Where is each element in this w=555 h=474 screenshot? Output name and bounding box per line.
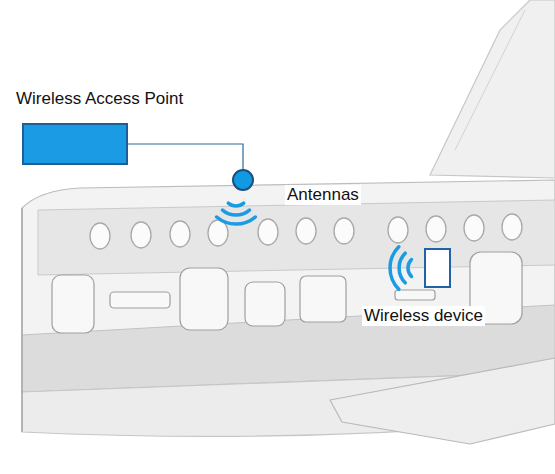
seat <box>52 275 94 333</box>
window <box>334 218 354 244</box>
node-label: Wireless Access Point <box>14 89 185 109</box>
window-row <box>90 214 522 249</box>
window <box>296 218 316 244</box>
wave <box>390 247 399 289</box>
window <box>502 214 522 240</box>
wing <box>330 358 555 444</box>
window <box>464 215 484 241</box>
wave <box>223 210 250 215</box>
wave <box>399 253 405 283</box>
label-holder: Wireless device <box>362 306 485 326</box>
connector-line <box>128 144 243 169</box>
window <box>208 220 228 246</box>
antenna-waves <box>217 203 256 224</box>
label-holder: Wireless Access Point <box>14 89 185 109</box>
device-waves <box>390 247 411 289</box>
seats <box>52 252 522 333</box>
seat <box>245 282 285 326</box>
label-holder: Antennas <box>285 185 361 205</box>
cut-edge <box>21 208 23 432</box>
cabinet <box>300 276 346 322</box>
wave <box>217 217 256 224</box>
tail-line <box>455 10 525 150</box>
access-point-box: Wireless Access Point <box>22 123 128 165</box>
seat <box>180 268 228 330</box>
window <box>426 216 446 242</box>
node-label: Antennas <box>285 185 361 205</box>
wave <box>228 203 243 206</box>
wave <box>408 260 412 277</box>
table <box>395 290 435 300</box>
tail-fin <box>430 0 555 178</box>
antenna-node: Antennas <box>232 169 254 191</box>
node-label: Wireless device <box>362 306 485 326</box>
window <box>170 221 190 247</box>
fuselage <box>22 180 555 392</box>
window <box>131 222 151 248</box>
window <box>388 217 408 243</box>
wireless-device: Wireless device <box>424 248 451 288</box>
table <box>110 292 170 308</box>
window <box>258 219 278 245</box>
window <box>90 223 110 249</box>
